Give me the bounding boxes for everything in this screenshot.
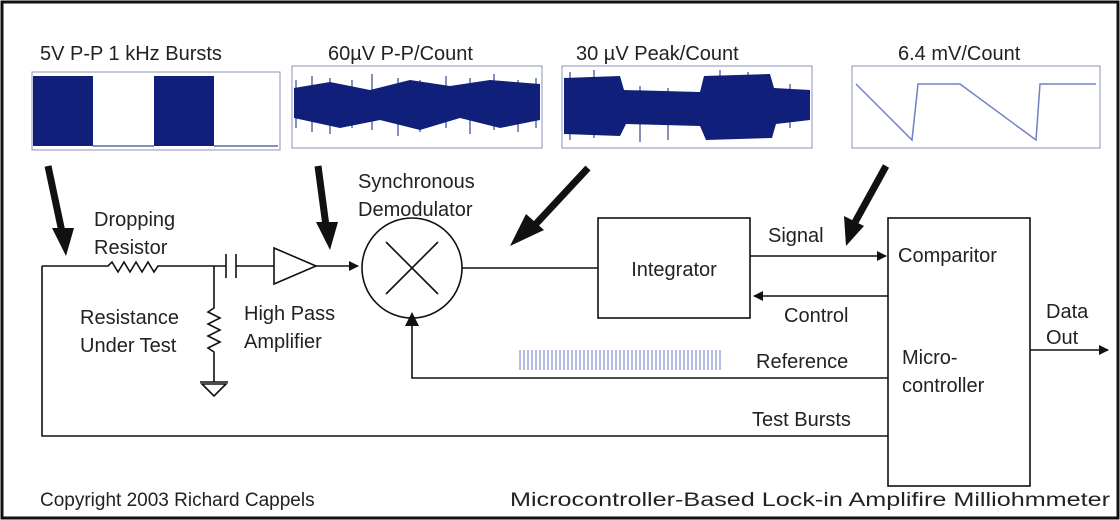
control-label: Control — [784, 305, 848, 327]
sync-label-1: Synchronous — [358, 171, 475, 193]
diagram-title: Microcontroller-Based Lock-in Amplifire … — [510, 490, 1111, 511]
rut-label-1: Resistance — [80, 307, 179, 329]
data-out-label-1: Data — [1046, 301, 1089, 323]
test-bursts-label: Test Bursts — [752, 409, 851, 431]
signal-label: Signal — [768, 225, 824, 247]
synchronous-demodulator — [361, 217, 463, 319]
data-out-label-2: Out — [1046, 327, 1079, 349]
waveform-label-peak: 30 µV Peak/Count — [576, 43, 739, 65]
micro-label-1: Micro- — [902, 347, 958, 369]
reference-arrowhead — [405, 312, 419, 326]
noise-waveform-thumbnail — [291, 65, 543, 149]
highpass-label-1: High Pass — [244, 303, 335, 325]
peak-waveform-thumbnail — [561, 65, 813, 149]
reference-pulse-train — [519, 350, 721, 370]
integrator-block — [597, 217, 751, 319]
highpass-label-2: Amplifier — [244, 331, 322, 353]
dropping-label-1: Dropping — [94, 209, 175, 231]
dropping-label-2: Resistor — [94, 237, 168, 259]
copyright-text: Copyright 2003 Richard Cappels — [40, 490, 315, 511]
integrator-label: Integrator — [631, 259, 717, 281]
sync-label-2: Demodulator — [358, 199, 473, 221]
burst-waveform-thumbnail — [31, 71, 281, 151]
waveform-label-noise: 60µV P-P/Count — [328, 43, 473, 65]
sawtooth-waveform-thumbnail — [851, 65, 1101, 149]
test-circuit — [41, 246, 888, 437]
comparitor-label: Comparitor — [898, 245, 997, 267]
micro-label-2: controller — [902, 375, 985, 397]
rut-label-2: Under Test — [80, 335, 177, 357]
waveform-pointer-arrows — [44, 164, 890, 256]
reference-label: Reference — [756, 351, 848, 373]
waveform-label-integrator: 6.4 mV/Count — [898, 43, 1021, 65]
reference-wire — [411, 324, 888, 379]
waveform-label-bursts: 5V P-P 1 kHz Bursts — [40, 43, 222, 65]
microcontroller-block — [887, 217, 1031, 487]
